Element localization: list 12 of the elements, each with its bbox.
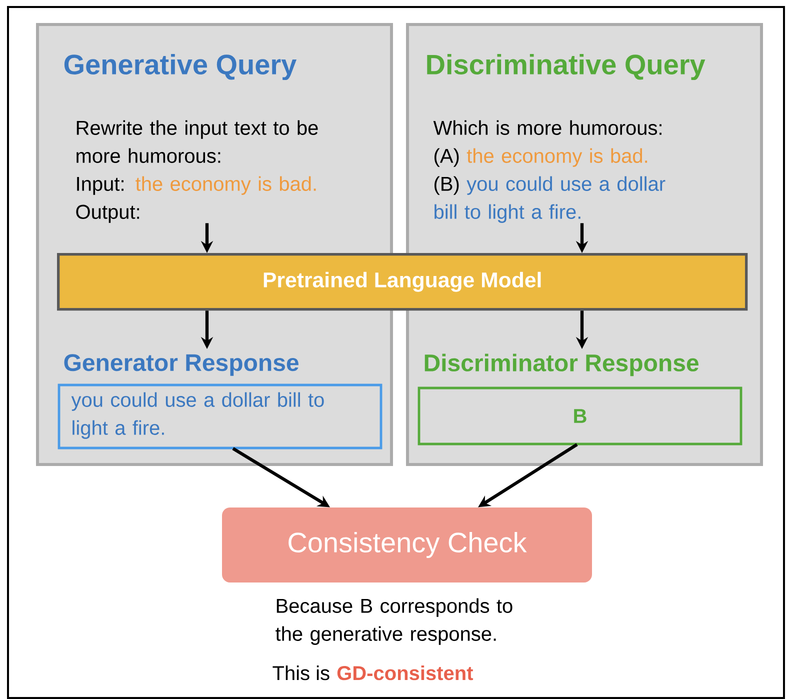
response-box: Generator Response you could use a dollar bill to light a fire. (58, 354, 382, 450)
node-label: Generator Response (64, 354, 298, 376)
panel-title: Generative Query (64, 54, 297, 80)
query-text: Which is more humorous: (A) the economy is bad. (B) you could use a dollar bill to light a fire. (433, 120, 666, 223)
model-band: Pretrained Language Model (57, 253, 748, 311)
query-text: Rewrite the input text to be more humorous: Input: the economy is bad. Output: (76, 120, 318, 223)
response-box: Discriminator Response B (418, 354, 742, 446)
result-text: GD-consistent (337, 666, 474, 680)
panel-title: Discriminative Query (427, 54, 706, 80)
node-label: Discriminator Response (424, 354, 698, 376)
note-text: This is (272, 666, 330, 680)
check-box: Consistency Check (222, 508, 592, 582)
